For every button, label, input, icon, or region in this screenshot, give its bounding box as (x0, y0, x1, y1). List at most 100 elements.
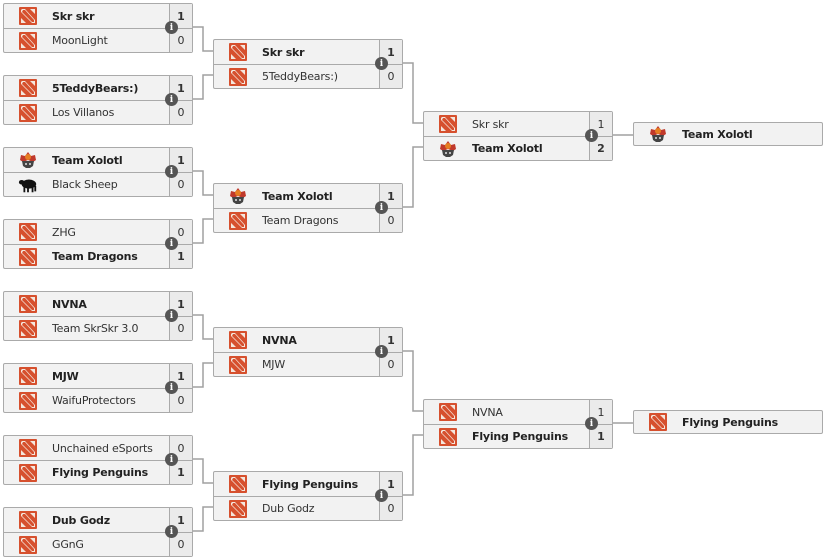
winner-name: Team Xolotl (682, 127, 753, 141)
match-info-icon[interactable]: i (165, 381, 178, 394)
team-name: 5TeddyBears:) (52, 81, 139, 95)
match-info-icon[interactable]: i (585, 417, 598, 430)
match-info-icon[interactable]: i (375, 57, 388, 70)
team-name: Skr skr (472, 117, 509, 131)
team-score: 0 (379, 65, 402, 88)
match-info-icon[interactable]: i (165, 453, 178, 466)
team-name: Unchained eSports (52, 441, 153, 455)
team-name: Team Dragons (262, 214, 339, 227)
team-name: NVNA (52, 297, 87, 311)
team-row[interactable]: Team SkrSkr 3.0 0 (4, 316, 192, 340)
team-score: 0 (169, 29, 192, 52)
team-name: Team SkrSkr 3.0 (52, 322, 139, 335)
match-info-icon[interactable]: i (375, 489, 388, 502)
connector-line (193, 218, 213, 244)
dota-logo-icon (228, 499, 248, 518)
dota-logo-icon (228, 331, 248, 349)
team-name: Los Villanos (52, 106, 115, 119)
connector-line (403, 434, 423, 496)
xolotl-logo-icon (648, 125, 668, 143)
team-score: 1 (169, 461, 192, 484)
dota-logo-icon (438, 427, 458, 446)
connector-line (403, 146, 423, 208)
team-row[interactable]: Dub Godz 0 (214, 496, 402, 520)
team-score: 2 (589, 137, 612, 160)
match-info-icon[interactable]: i (375, 201, 388, 214)
team-row[interactable]: Los Villanos 0 (4, 100, 192, 124)
connector-line (193, 506, 213, 532)
dota-logo-icon (228, 67, 248, 86)
dota-logo-icon (18, 295, 38, 313)
match-info-icon[interactable]: i (165, 21, 178, 34)
connector-line (403, 350, 423, 412)
team-score: 0 (379, 353, 402, 376)
team-name: Team Xolotl (52, 153, 123, 167)
dota-logo-icon (18, 103, 38, 122)
dota-logo-icon (228, 211, 248, 230)
match-info-icon[interactable]: i (165, 309, 178, 322)
team-name: Skr skr (52, 9, 95, 23)
connector-line (193, 170, 213, 196)
match-info-icon[interactable]: i (585, 129, 598, 142)
dota-logo-icon (18, 223, 38, 241)
team-name: Team Xolotl (262, 189, 333, 203)
sheep-logo-icon (18, 176, 38, 194)
connector-line (193, 314, 213, 340)
team-name: Dub Godz (262, 502, 315, 515)
dota-logo-icon (18, 367, 38, 385)
team-score: 0 (169, 317, 192, 340)
match-info-icon[interactable]: i (165, 525, 178, 538)
xolotl-logo-icon (228, 187, 248, 205)
match-info-icon[interactable]: i (165, 93, 178, 106)
team-score: 0 (379, 497, 402, 520)
team-name: Team Dragons (52, 250, 138, 263)
dota-logo-icon (438, 115, 458, 133)
team-row[interactable]: 5TeddyBears:)1 (4, 76, 192, 100)
match-info-icon[interactable]: i (165, 165, 178, 178)
team-row[interactable]: 5TeddyBears:)0 (214, 64, 402, 88)
team-name: Team Xolotl (472, 142, 543, 155)
winner-row[interactable]: Team Xolotl (634, 123, 822, 145)
team-score: 0 (169, 101, 192, 124)
team-row[interactable]: Team Xolotl 2 (424, 136, 612, 160)
dota-logo-icon (228, 43, 248, 61)
match-info-icon[interactable]: i (165, 237, 178, 250)
winner-name: Flying Penguins (682, 415, 778, 429)
team-score: 0 (169, 389, 192, 412)
match-info-icon[interactable]: i (375, 345, 388, 358)
winner-row[interactable]: Flying Penguins (634, 411, 822, 433)
team-name: NVNA (262, 333, 297, 347)
